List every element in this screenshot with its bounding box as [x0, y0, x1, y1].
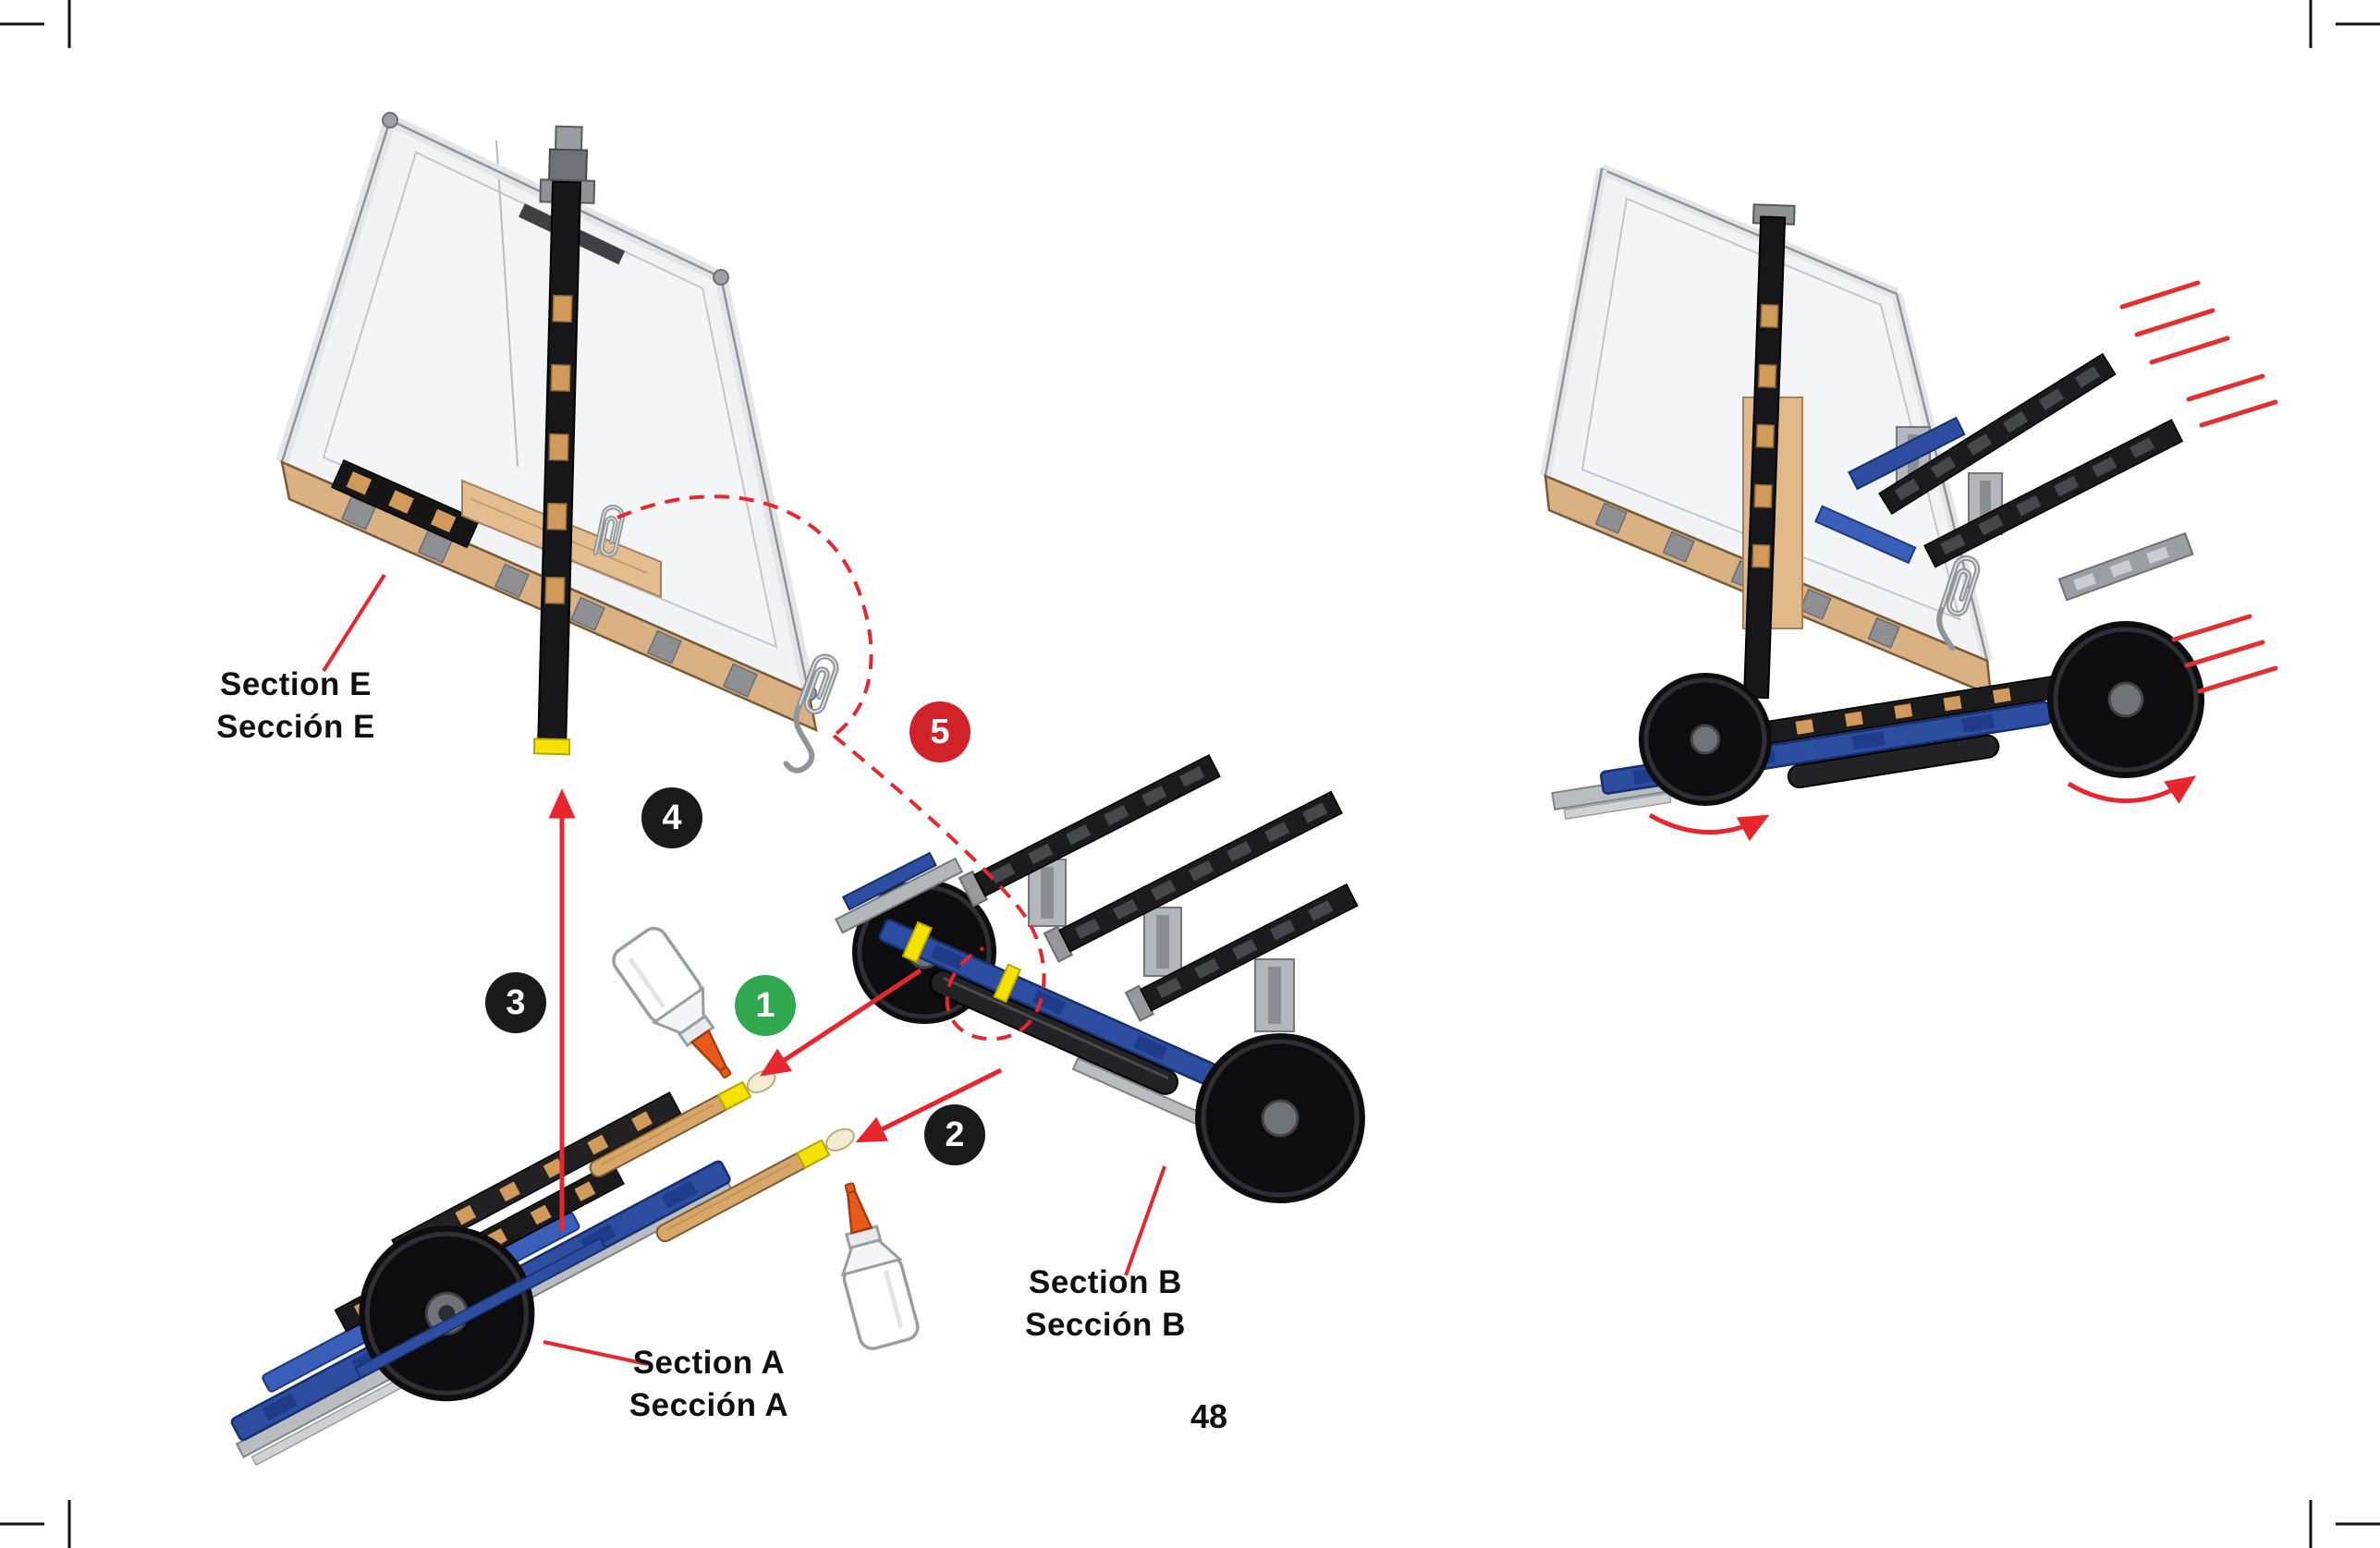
craft-stick	[589, 1069, 776, 1178]
step-number: 1	[755, 985, 775, 1025]
step-marker-4: 4	[641, 787, 702, 848]
ladder-arm	[958, 754, 1221, 908]
wheel	[1195, 1033, 1365, 1203]
step-number: 3	[506, 982, 526, 1022]
chassis-highlight	[993, 963, 1022, 1004]
label-section-e-es: Sección E	[216, 709, 375, 745]
glue-drop	[825, 1127, 855, 1152]
guide-dashes	[616, 494, 1046, 1042]
motion-lines	[2119, 280, 2278, 694]
wheel	[2047, 621, 2204, 778]
paperclip-part	[783, 653, 847, 774]
frame-mast	[1743, 203, 1796, 700]
chassis-highlight	[901, 920, 934, 964]
paperclip-icon	[1936, 555, 1980, 652]
assembly-arrows	[548, 788, 1003, 1231]
assembled-unit-illustration	[1540, 164, 2278, 842]
frame-mast	[519, 125, 626, 756]
step-marker-3: 3	[485, 972, 546, 1033]
label-section-b-es: Sección B	[1025, 1307, 1186, 1343]
step-marker-2: 2	[924, 1104, 985, 1165]
label-section-a-en: Section A	[632, 1345, 786, 1381]
label-section-e-en: Section E	[220, 666, 372, 702]
arrow-stick-2	[855, 1067, 1003, 1143]
page-number: 48	[1190, 1397, 1228, 1435]
label-section-e: Section E Sección E	[139, 664, 453, 749]
ladder-arm	[1923, 419, 2184, 568]
step-marker-5: 5	[909, 701, 970, 762]
ladder-arm	[1878, 352, 2117, 516]
section-e-illustration	[275, 112, 818, 756]
silver-ladder	[2057, 531, 2194, 602]
ladder-arm	[1043, 790, 1343, 963]
label-section-a-es: Sección A	[629, 1387, 789, 1423]
section-a-illustration	[230, 1091, 734, 1467]
glue-bottle-icon	[821, 1176, 921, 1351]
label-section-b-en: Section B	[1029, 1264, 1182, 1300]
craft-stick	[655, 1127, 855, 1243]
step-number: 5	[930, 712, 950, 751]
chassis-rail	[1551, 673, 2071, 820]
label-section-b: Section B Sección B	[948, 1262, 1263, 1347]
step-number: 4	[662, 798, 682, 837]
step-number: 2	[945, 1115, 965, 1154]
label-section-a: Section A Sección A	[552, 1342, 866, 1427]
mast-highlight	[532, 737, 571, 756]
wheel-rotation-arrows	[1648, 775, 2197, 842]
step-marker-1: 1	[735, 975, 796, 1036]
wheel	[1639, 673, 1772, 806]
section-b-illustration	[835, 754, 1365, 1203]
arrow-stick-1	[759, 968, 922, 1077]
glue-bottle-icon	[609, 923, 752, 1092]
label-leaders	[322, 573, 1166, 1366]
frame-ladder-strip	[330, 459, 481, 549]
ladder-arm	[1124, 883, 1359, 1022]
